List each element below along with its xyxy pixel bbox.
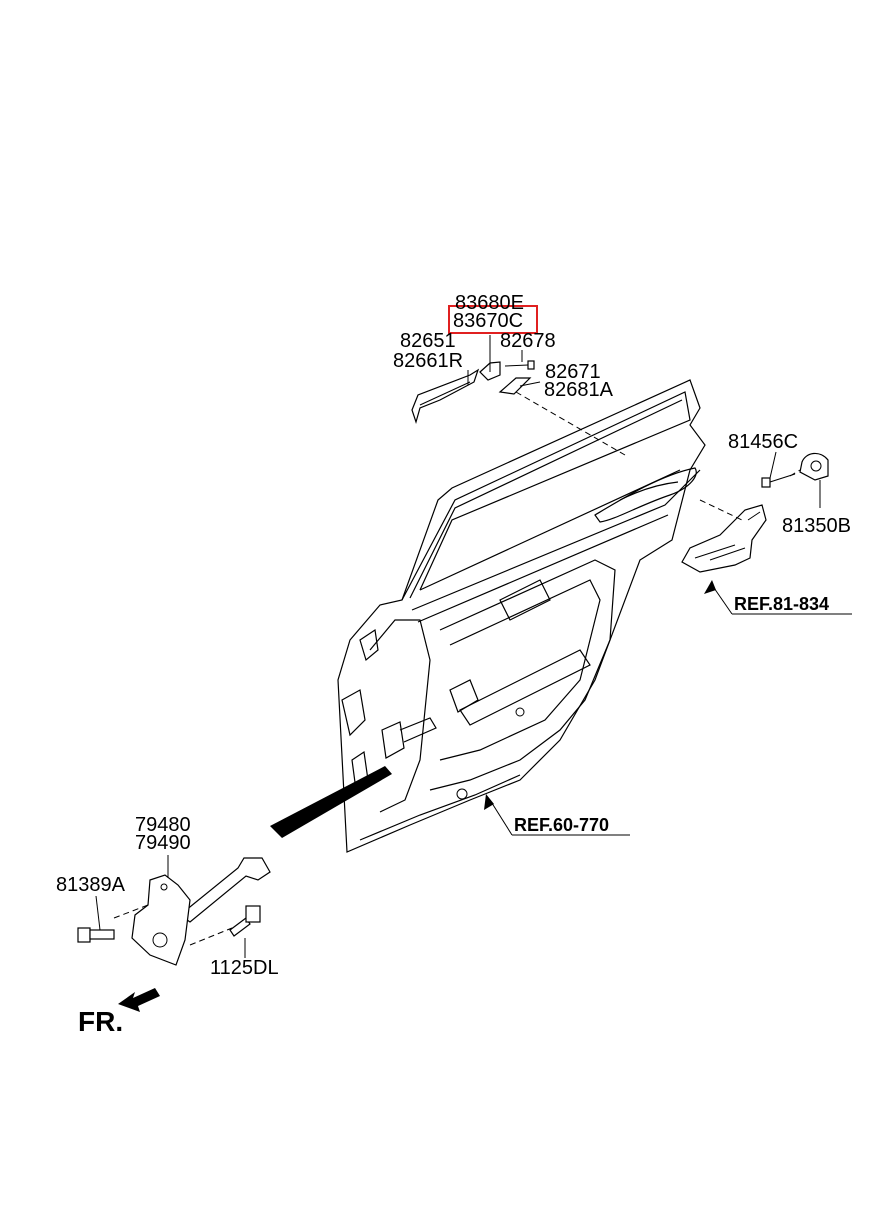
label-82651[interactable]: 82651 — [400, 330, 456, 352]
ref-81-834[interactable]: REF.81-834 — [734, 594, 829, 614]
door-check — [131, 857, 271, 966]
label-79490[interactable]: 79490 — [135, 832, 191, 854]
label-81456C[interactable]: 81456C — [728, 431, 798, 453]
label-83680E[interactable]: 83680E — [455, 292, 524, 314]
highlight-box — [448, 305, 538, 334]
bolt-1125DL — [229, 905, 261, 937]
label-82681A[interactable]: 82681A — [544, 379, 614, 401]
front-label: FR. — [78, 1006, 123, 1037]
label-82678[interactable]: 82678 — [500, 330, 556, 352]
label-1125DL[interactable]: 1125DL — [210, 957, 279, 979]
label-79480[interactable]: 79480 — [135, 814, 191, 836]
leader-lines — [95, 335, 852, 958]
label-82661R[interactable]: 82661R — [393, 350, 463, 372]
labels: 83680E 83670C 82651 82661R 82678 82671 8… — [56, 292, 851, 1037]
striker — [799, 452, 829, 481]
label-81389A[interactable]: 81389A — [56, 874, 126, 896]
outside-handle — [411, 368, 480, 425]
front-direction-arrow — [118, 988, 160, 1012]
ref-60-770[interactable]: REF.60-770 — [514, 815, 609, 835]
door-latch — [681, 504, 767, 573]
bolt-82678 — [504, 360, 535, 370]
label-83670C[interactable]: 83670C — [453, 310, 523, 332]
label-81350B[interactable]: 81350B — [782, 515, 851, 537]
bolt-81389A — [77, 927, 115, 943]
location-arrow — [270, 766, 392, 838]
door-panel — [337, 379, 706, 853]
label-82671[interactable]: 82671 — [545, 361, 601, 383]
handle-gasket — [498, 377, 532, 395]
